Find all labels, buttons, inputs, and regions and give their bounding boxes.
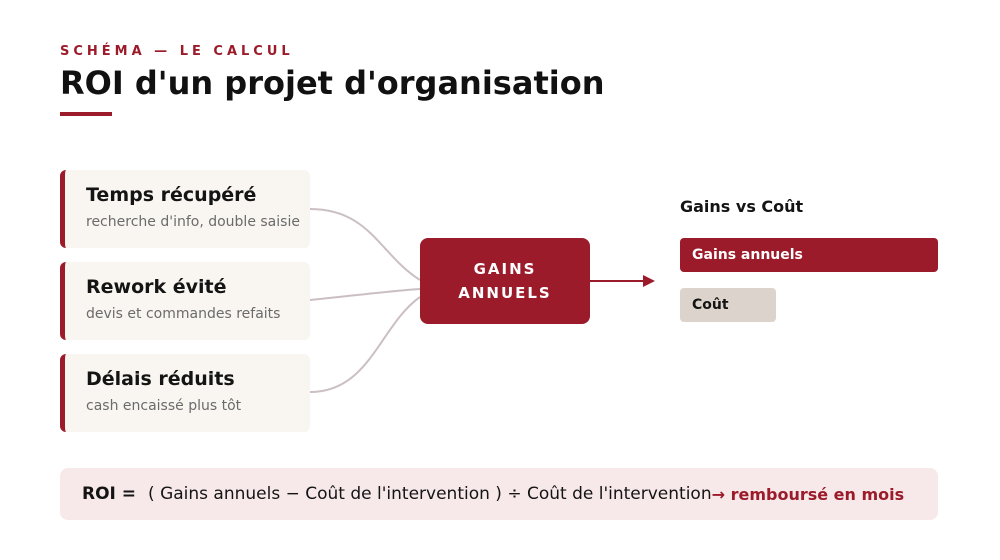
cost-bar-label: Coût [692,297,729,313]
hub-line-1: GAINS [473,260,537,278]
comparison-title: Gains vs Coût [680,197,804,216]
arrow-head-icon [643,275,655,287]
gains-annuels-hub: GAINS ANNUELS [420,238,590,324]
source-card-subtitle: recherche d'info, double saisie [86,214,300,230]
cost-bar: Coût [680,288,776,322]
hub-line-2: ANNUELS [458,284,552,302]
connector-delais [309,296,421,393]
connector-temps [309,208,421,281]
roi-formula: ROI = ( Gains annuels − Coût de l'interv… [60,468,938,520]
section-eyebrow: SCHÉMA — LE CALCUL [60,44,294,59]
source-card-delais: Délais réduits cash encaissé plus tôt [60,354,310,432]
source-card-subtitle: devis et commandes refaits [86,306,281,322]
gains-bar: Gains annuels [680,238,938,272]
gains-bar-label: Gains annuels [692,247,803,263]
source-card-title: Délais réduits [86,368,235,390]
source-card-title: Rework évité [86,276,227,298]
formula-label: ROI = [82,484,137,504]
formula-result: → remboursé en mois [711,484,905,504]
formula-expression: ( Gains annuels − Coût de l'intervention… [148,484,712,504]
title-underline [60,112,112,116]
source-card-subtitle: cash encaissé plus tôt [86,398,242,414]
connector-rework [309,288,421,301]
source-card-title: Temps récupéré [86,184,257,206]
source-card-rework: Rework évité devis et commandes refaits [60,262,310,340]
source-card-temps: Temps récupéré recherche d'info, double … [60,170,310,248]
page-title: ROI d'un projet d'organisation [60,64,605,102]
